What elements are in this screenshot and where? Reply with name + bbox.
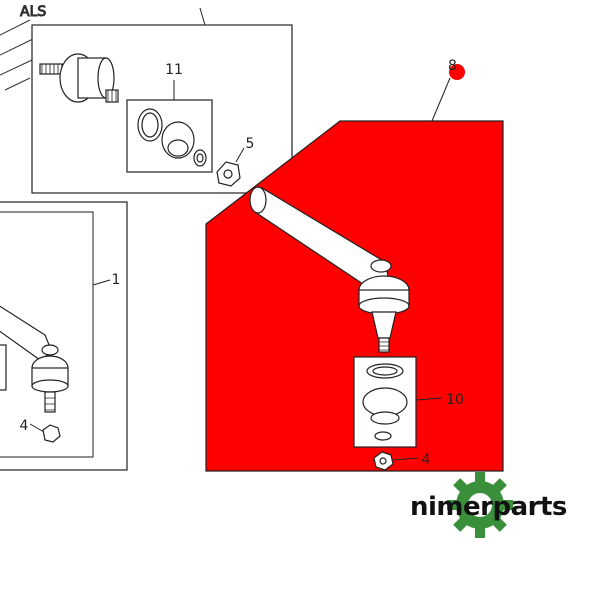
callout-10: 10: [446, 392, 464, 408]
highlighted-assembly-panel: 8 10 4: [205, 58, 504, 472]
left-tie-rod-part: [0, 305, 69, 443]
callout-8: 8: [448, 58, 457, 74]
callout-4-right: 4: [422, 452, 431, 468]
hatched-fragment: ALS: [0, 4, 47, 91]
nut-part-5: [216, 161, 241, 187]
boot-kit-part-10: [362, 363, 408, 441]
callout-1: 1: [112, 272, 121, 288]
gear-icon: [447, 472, 513, 538]
callout-11: 11: [165, 62, 183, 78]
callout-8-marker: [449, 64, 465, 80]
nut-part-4: [373, 451, 394, 471]
brand-name: nimerparts: [410, 492, 567, 522]
tie-rod-end-part: [39, 53, 119, 103]
watermark-logo: nimerparts: [410, 472, 567, 538]
callout-5: 5: [246, 136, 255, 152]
highlighted-tie-rod-part: [249, 186, 410, 353]
svg-text:ALS: ALS: [20, 4, 46, 20]
upper-assembly-box: 11 5: [31, 7, 293, 194]
left-assembly-box: 1 4: [0, 201, 128, 471]
boot-and-ring-part: [137, 108, 207, 167]
callout-4-left: 4: [20, 418, 29, 434]
